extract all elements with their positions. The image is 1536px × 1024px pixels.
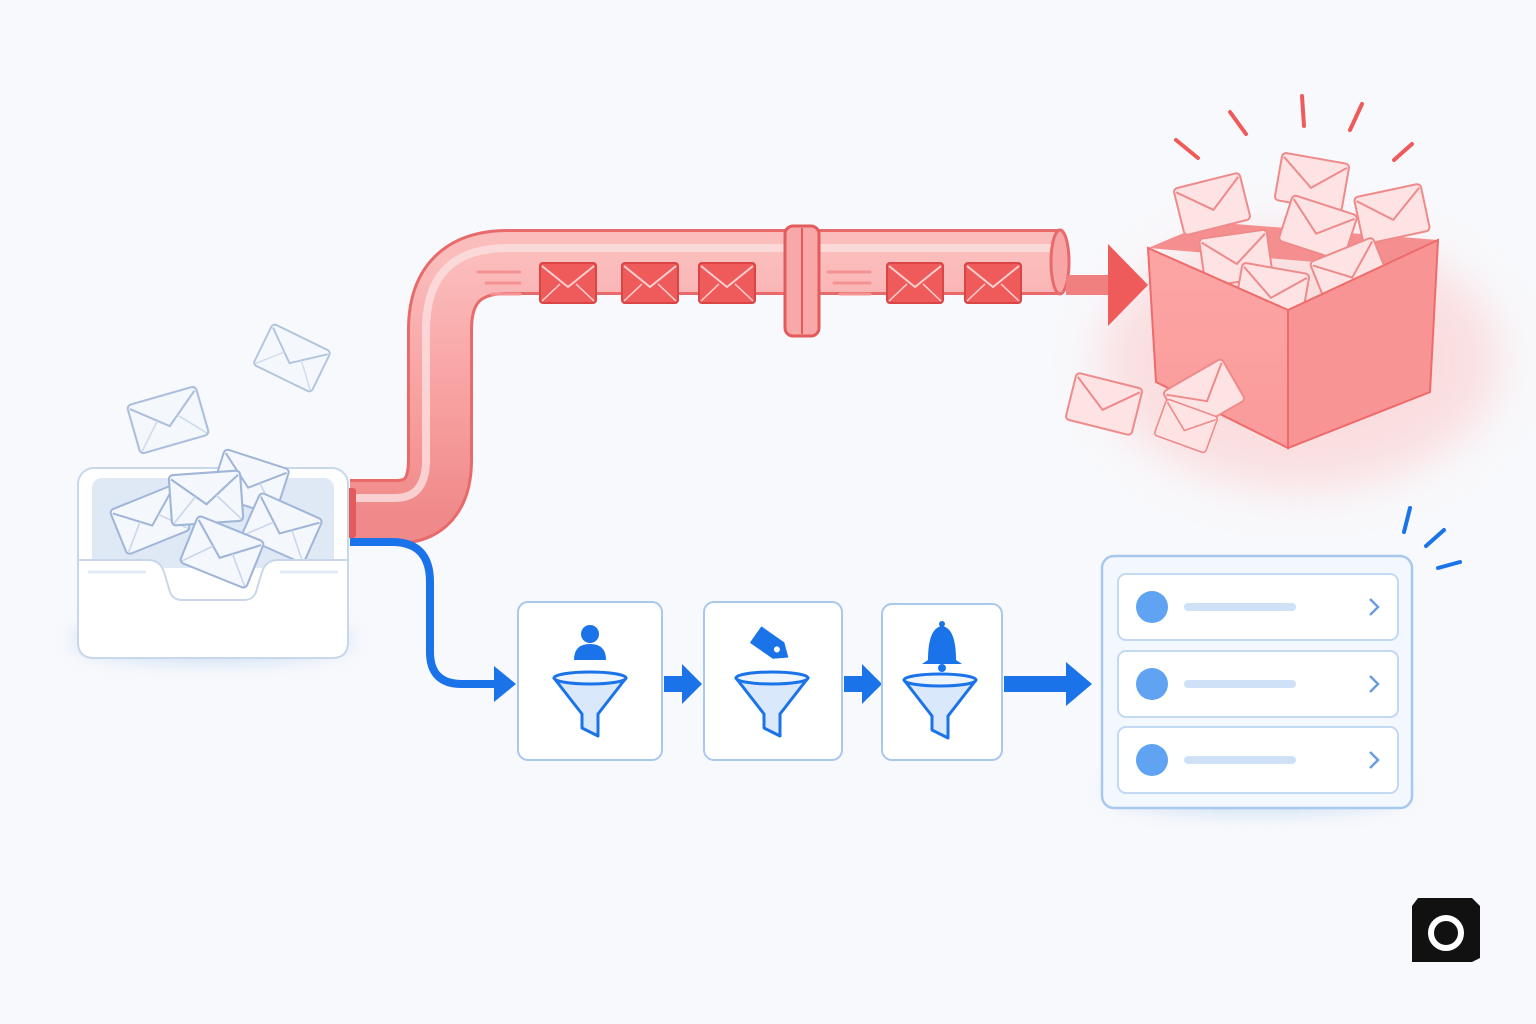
arrow-right-icon <box>494 666 516 702</box>
filter-step-label <box>703 601 843 761</box>
avatar <box>1136 591 1168 623</box>
spam-arrow-icon <box>1066 244 1148 326</box>
filter-path <box>350 506 1462 812</box>
chevron-right-icon <box>1369 675 1380 693</box>
avatar <box>1136 668 1168 700</box>
filter-step-notify <box>881 603 1003 761</box>
pipe-envelope-icon <box>539 262 597 304</box>
spam-path <box>344 94 1500 545</box>
person-icon <box>574 625 606 660</box>
camera-logo-icon <box>1412 898 1480 962</box>
tag-icon <box>749 626 789 659</box>
chevron-right-icon <box>1369 598 1380 616</box>
bell-icon <box>922 621 962 672</box>
pipe-envelope-icon <box>698 262 756 304</box>
pipe-envelope-icon <box>964 262 1022 304</box>
list-row <box>1117 726 1399 794</box>
avatar <box>1136 744 1168 776</box>
spam-pipe <box>344 224 1071 545</box>
chevron-right-icon <box>1369 751 1380 769</box>
overflowing-box-icon <box>1064 94 1440 455</box>
arrow-right-icon <box>664 664 702 704</box>
list-row <box>1117 650 1399 718</box>
source-inbox <box>72 322 352 662</box>
arrow-right-icon <box>844 664 882 704</box>
arrow-right-icon <box>1004 662 1092 706</box>
pipe-envelope-icon <box>621 262 679 304</box>
pipe-envelope-icon <box>886 262 944 304</box>
filter-step-sender <box>517 601 663 761</box>
list-panel-icon <box>1100 506 1462 812</box>
list-row <box>1117 573 1399 641</box>
